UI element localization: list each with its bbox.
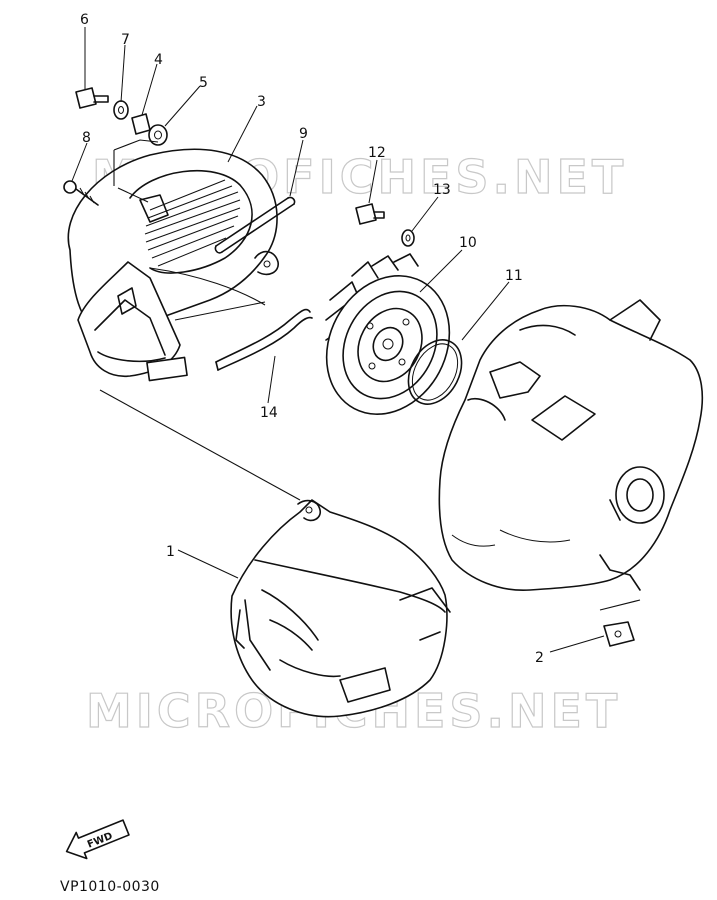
- callout-6: 6: [80, 12, 89, 28]
- fan-cover-part-3: [67, 148, 279, 382]
- clip-part-2: [603, 621, 635, 647]
- bolt-part-12: [355, 203, 385, 225]
- screw-part-8: [63, 180, 99, 206]
- engine-crankcase: [438, 299, 704, 591]
- fwd-arrow-icon: FWD: [65, 819, 130, 860]
- callout-11: 11: [505, 268, 523, 284]
- callout-5: 5: [199, 75, 208, 91]
- assembly-lines: [99, 139, 641, 611]
- hose-part-9: [214, 196, 296, 254]
- o-ring-part-11: [407, 339, 463, 405]
- callout-4: 4: [154, 52, 163, 68]
- callout-14: 14: [260, 405, 278, 421]
- callout-12: 12: [368, 145, 386, 161]
- callout-3: 3: [257, 94, 266, 110]
- callout-9: 9: [299, 126, 308, 142]
- callout-1: 1: [166, 544, 175, 560]
- hose-part-14: [215, 308, 313, 371]
- diagram-code: VP1010-0030: [60, 879, 160, 895]
- leader-lines: [71, 27, 605, 653]
- callout-labels: 1 2 3 4 5 6 7 8 9 10 11 12 13 14: [80, 12, 544, 666]
- callout-2: 2: [535, 650, 544, 666]
- washer-part-13: [401, 229, 415, 247]
- callout-10: 10: [459, 235, 477, 251]
- hardware-stack: [75, 87, 168, 146]
- air-shroud-part-1: [230, 499, 451, 718]
- callout-13: 13: [433, 182, 451, 198]
- callout-8: 8: [82, 130, 91, 146]
- callout-7: 7: [121, 32, 130, 48]
- cooling-fan-part-10: [325, 253, 451, 415]
